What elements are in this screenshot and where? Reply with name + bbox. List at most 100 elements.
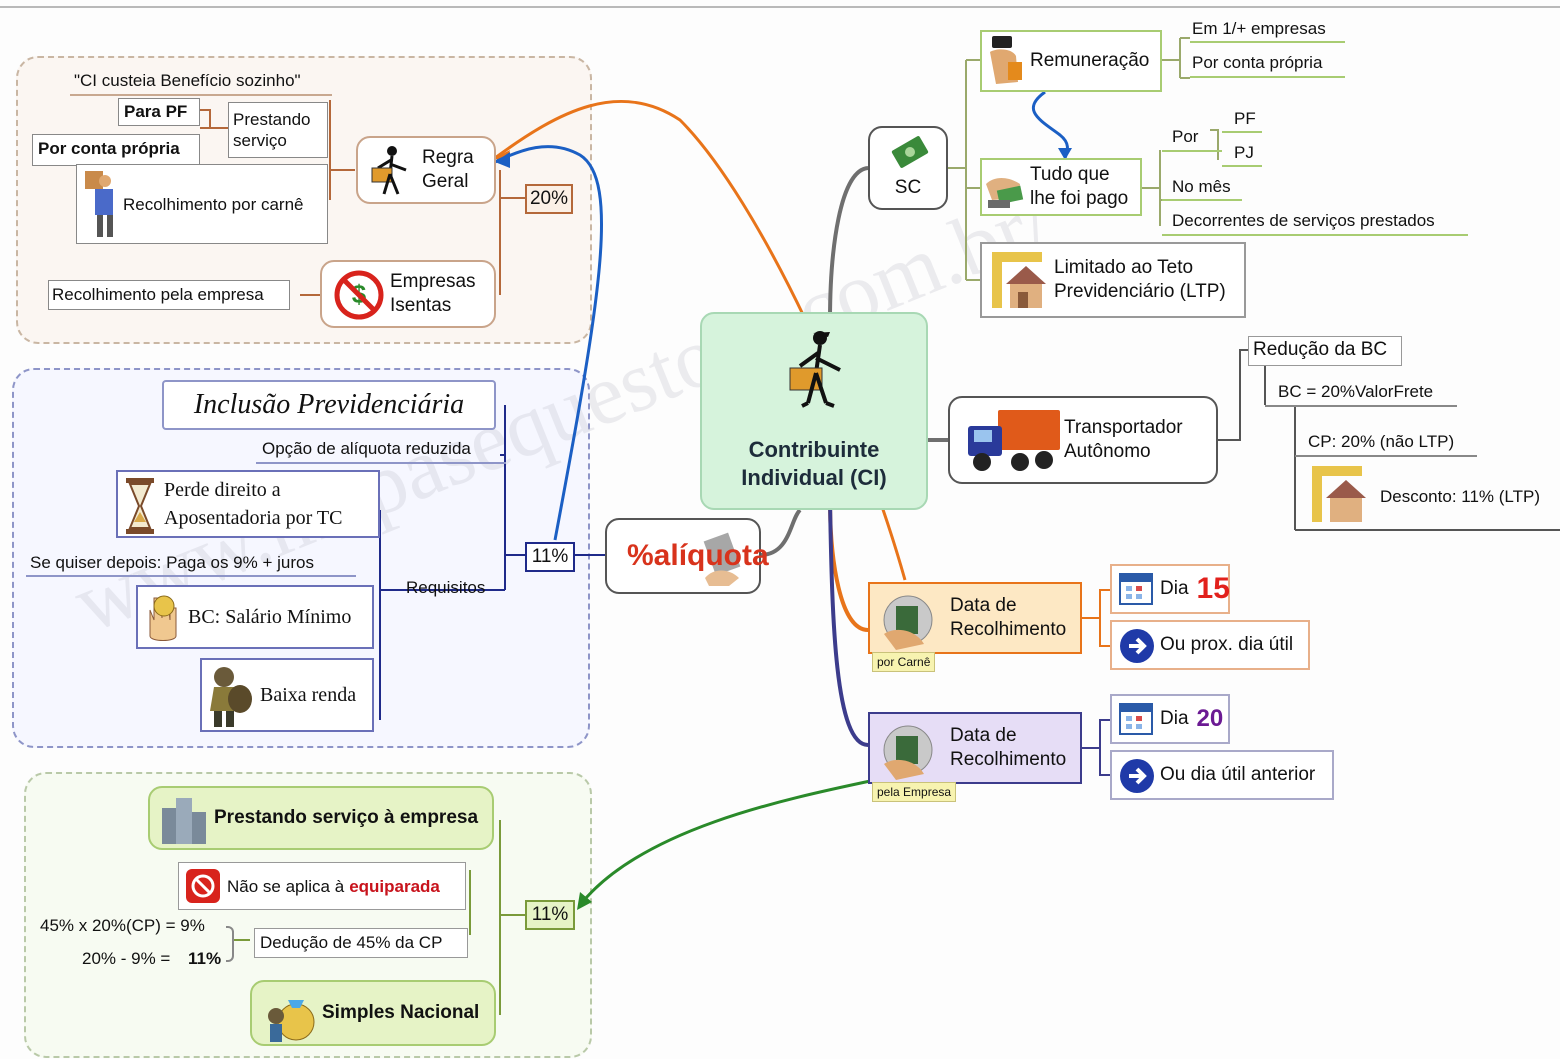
remuneracao-node[interactable]: Remuneração bbox=[980, 30, 1162, 92]
requisitos-label[interactable]: Requisitos bbox=[406, 578, 486, 597]
pj-underline bbox=[1222, 165, 1262, 167]
prox-dia-node[interactable]: Ou prox. dia útil bbox=[1110, 620, 1310, 670]
deducao-label: Dedução de 45% da CP bbox=[260, 933, 443, 952]
transportador-line2: Autônomo bbox=[1064, 441, 1151, 462]
empresas-isentas-line2: Isentas bbox=[390, 295, 452, 316]
dia-20-node[interactable]: Dia 20 bbox=[1110, 694, 1230, 744]
nao-aplica-node[interactable]: Não se aplica à equiparada bbox=[178, 862, 466, 910]
tudo-que-node[interactable]: Tudo que lhe foi pago bbox=[980, 158, 1142, 216]
calculator-pencil-icon bbox=[703, 532, 741, 586]
truck-icon bbox=[968, 410, 1060, 471]
pct-20-node[interactable]: 20% bbox=[525, 184, 573, 214]
tudo-que-line2: lhe foi pago bbox=[1030, 188, 1129, 209]
aliquota-node[interactable]: %alíquota bbox=[605, 518, 769, 594]
empresas-isentas-line1: Empresas bbox=[390, 271, 476, 292]
reducao-box[interactable] bbox=[1248, 336, 1402, 366]
hand-coin-icon bbox=[149, 595, 177, 641]
ltp-node[interactable]: Limitado ao Teto Previdenciário (LTP) bbox=[980, 242, 1246, 318]
custeia-text: "CI custeia Benefício sozinho" bbox=[74, 71, 301, 90]
data-empresa-node[interactable]: Data de Recolhimento bbox=[868, 712, 1082, 784]
no-mes-item[interactable]: No mês bbox=[1172, 177, 1231, 196]
dia-20-number: 20 bbox=[1196, 705, 1224, 732]
poor-person-icon bbox=[210, 667, 252, 727]
arrow-right-circle-icon bbox=[1120, 759, 1154, 793]
empresa-tag: pela Empresa bbox=[872, 782, 957, 802]
calc-bracket bbox=[226, 926, 234, 962]
no-money-icon: $ bbox=[334, 270, 384, 320]
sc-node[interactable]: SC bbox=[868, 126, 948, 210]
arrow-right-circle-icon bbox=[1120, 629, 1154, 663]
handshake-money-icon bbox=[986, 178, 1024, 208]
payment-hand-icon bbox=[990, 36, 1022, 84]
remuneracao-label: Remuneração bbox=[1030, 50, 1150, 71]
data-carne-line2: Recolhimento bbox=[950, 619, 1067, 640]
perde-direito-node[interactable]: Perde direito a Aposentadoria por TC bbox=[116, 470, 380, 538]
por-underline bbox=[1162, 150, 1222, 152]
courier-small-icon bbox=[371, 146, 407, 195]
sc-label: SC bbox=[894, 177, 922, 198]
pct-11-inclusao-node[interactable]: 11% bbox=[525, 542, 575, 572]
central-title-line2: Individual (CI) bbox=[741, 465, 887, 490]
house-ruler-icon bbox=[992, 252, 1046, 308]
decorrentes-underline bbox=[1162, 234, 1468, 236]
perde-line2: Aposentadoria por TC bbox=[164, 507, 343, 529]
building-icon bbox=[162, 798, 206, 844]
regra-geral-node[interactable]: Regra Geral bbox=[356, 136, 496, 204]
recolhimento-carne-node[interactable]: Recolhimento por carnê bbox=[76, 164, 328, 244]
inclusao-title: Inclusão Previdenciária bbox=[193, 389, 465, 420]
regra-geral-line2: Geral bbox=[422, 171, 469, 192]
calculator-hand-icon bbox=[883, 725, 933, 780]
opcao-underline bbox=[256, 462, 506, 464]
para-pf-box[interactable] bbox=[118, 98, 200, 126]
ltp-line1: Limitado ao Teto bbox=[1054, 257, 1194, 278]
dia-20-label: Dia bbox=[1160, 708, 1189, 729]
opcao-item[interactable]: Opção de alíquota reduzida bbox=[262, 439, 471, 458]
prestando-empresa-node[interactable]: Prestando serviço à empresa bbox=[148, 786, 494, 850]
dia-anterior-node[interactable]: Ou dia útil anterior bbox=[1110, 750, 1334, 800]
dia-15-node[interactable]: Dia 15 bbox=[1110, 564, 1230, 614]
prox-dia-label: Ou prox. dia útil bbox=[1160, 634, 1294, 655]
house-ruler-small-icon bbox=[1312, 466, 1366, 522]
carne-tag: por Carnê bbox=[872, 652, 936, 672]
no-mes-underline bbox=[1162, 199, 1242, 201]
inclusao-title-node[interactable]: Inclusão Previdenciária bbox=[162, 380, 496, 430]
aliquota-label: %alíquota bbox=[627, 539, 769, 572]
desconto-item[interactable]: Desconto: 11% (LTP) bbox=[1380, 487, 1540, 506]
prestando-servico-node[interactable]: Prestando serviço bbox=[228, 102, 328, 158]
empresas-isentas-node[interactable]: $ Empresas Isentas bbox=[320, 260, 496, 328]
cp-underline bbox=[1295, 455, 1477, 457]
decorrentes-item[interactable]: Decorrentes de serviços prestados bbox=[1172, 211, 1435, 230]
bc-salario-node[interactable]: BC: Salário Mínimo bbox=[136, 585, 374, 649]
pela-empresa-box[interactable] bbox=[48, 280, 290, 310]
baixa-renda-node[interactable]: Baixa renda bbox=[200, 658, 374, 732]
em-empresas-underline bbox=[1190, 41, 1345, 43]
recolhimento-carne-label: Recolhimento por carnê bbox=[123, 194, 304, 214]
em-empresas-item[interactable]: Em 1/+ empresas bbox=[1192, 19, 1326, 38]
dia-15-label: Dia bbox=[1160, 578, 1189, 599]
data-carne-node[interactable]: Data de Recolhimento bbox=[868, 582, 1082, 654]
tudo-que-line1: Tudo que bbox=[1030, 164, 1110, 185]
pct-11-servico-node[interactable]: 11% bbox=[525, 900, 575, 930]
central-title-line1: Contribuinte bbox=[748, 437, 880, 462]
deducao-box[interactable] bbox=[254, 928, 468, 958]
pf-item[interactable]: PF bbox=[1234, 109, 1256, 128]
calc-line2-a: 20% - 9% = bbox=[82, 949, 171, 968]
pj-item[interactable]: PJ bbox=[1234, 143, 1254, 162]
calculator-hand-icon bbox=[883, 595, 933, 650]
data-carne-line1: Data de bbox=[950, 595, 1017, 616]
bc-frete-item[interactable]: BC = 20%ValorFrete bbox=[1278, 382, 1434, 401]
simples-nacional-node[interactable]: Simples Nacional bbox=[250, 980, 496, 1046]
pct-20-label: 20% bbox=[529, 188, 569, 209]
transportador-node[interactable]: Transportador Autônomo bbox=[948, 396, 1218, 484]
cp-item[interactable]: CP: 20% (não LTP) bbox=[1308, 432, 1455, 451]
central-node[interactable]: Contribuinte Individual (CI) bbox=[700, 312, 928, 510]
por-label: Por bbox=[1172, 127, 1199, 146]
baixa-renda-label: Baixa renda bbox=[260, 683, 357, 706]
quiser-item[interactable]: Se quiser depois: Paga os 9% + juros bbox=[30, 553, 314, 572]
por-conta-item[interactable]: Por conta própria bbox=[1192, 53, 1323, 72]
prestando-empresa-label: Prestando serviço à empresa bbox=[214, 807, 479, 828]
money-icon bbox=[891, 136, 929, 168]
calendar-icon bbox=[1119, 573, 1153, 605]
transportador-line1: Transportador bbox=[1064, 417, 1183, 438]
nao-aplica-label: Não se aplica à bbox=[227, 876, 345, 896]
